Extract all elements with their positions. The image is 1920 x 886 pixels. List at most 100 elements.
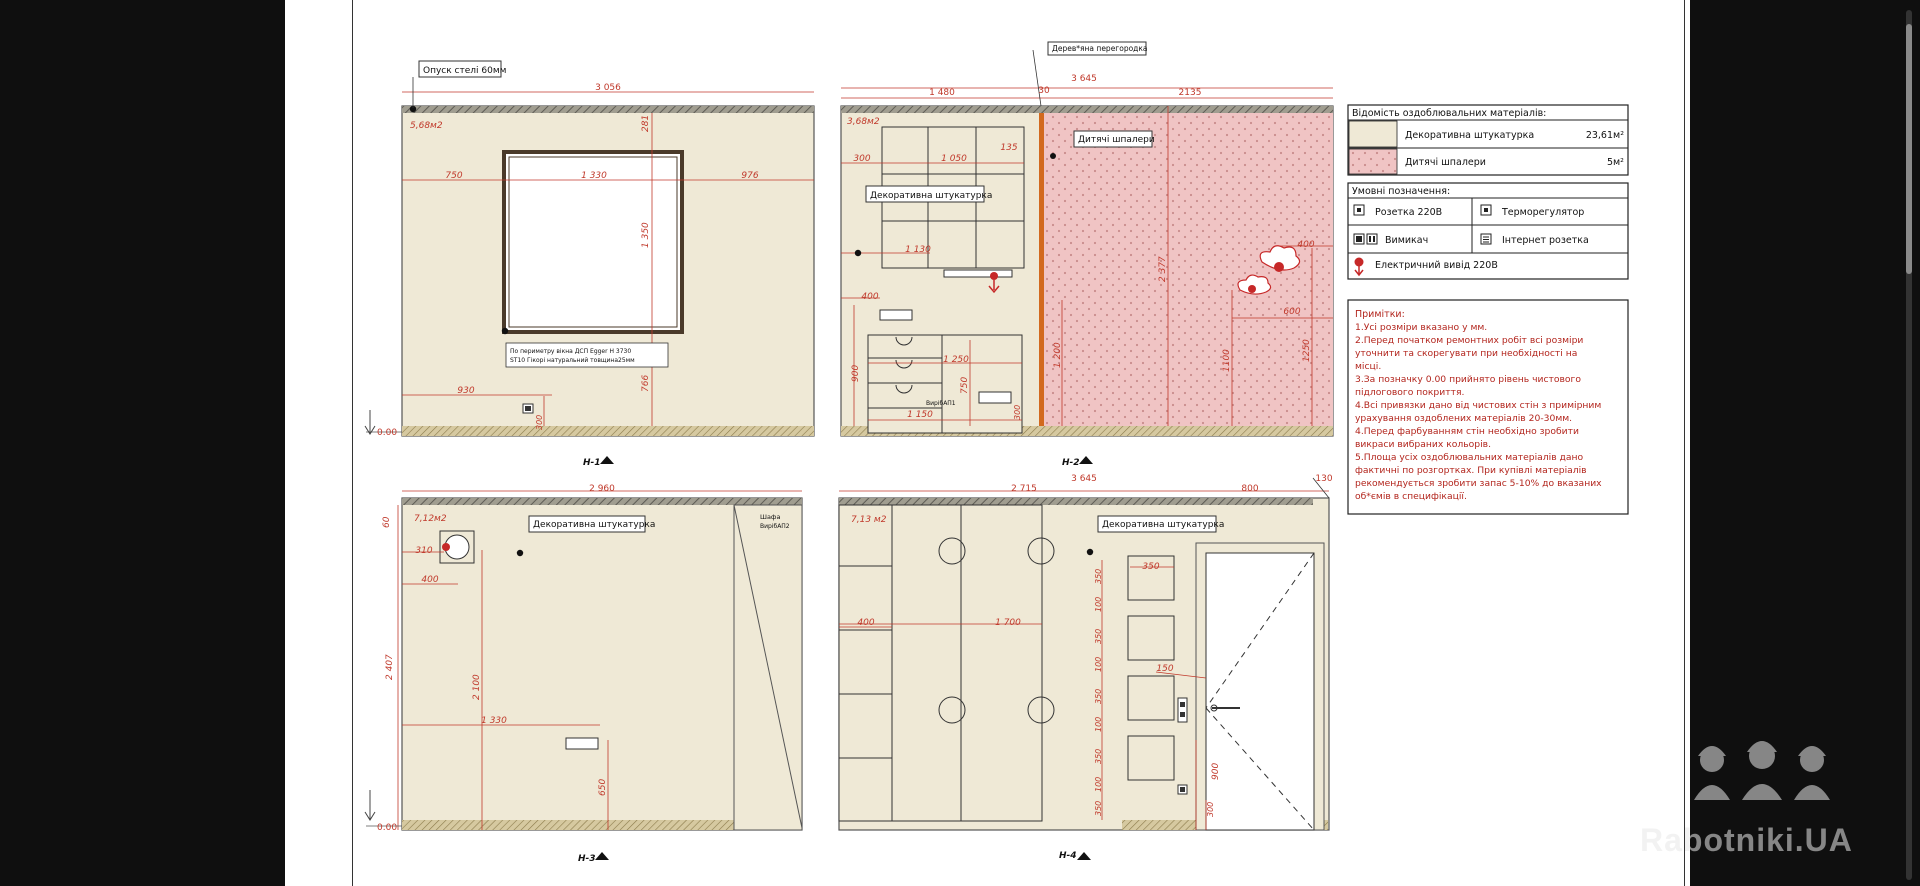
h4-dim-100-b: 100 [1094,657,1103,672]
material-name: Дитячі шпалери [1405,157,1486,168]
note-line: викраси вибраних кольорів. [1355,439,1491,450]
note-line: 4.Всі привязки дано від чистових стін з … [1355,400,1601,411]
h1-dim-930: 930 [457,386,474,396]
switch-icon [1353,233,1378,245]
h4-dim-100-d: 100 [1094,777,1103,792]
h2-label: Н-2 [1062,458,1080,468]
legend-table: Умовні позначення: Розетка 220В Терморег… [1347,182,1629,280]
legend-label: Вимикач [1385,235,1428,246]
note-line: 4.Перед фарбуванням стін необхідно зроби… [1355,426,1579,437]
h3-dim-310: 310 [415,546,432,556]
view-h3: 2 960 60 7,12м2 310 400 2 407 2 100 1 33… [364,484,803,864]
h2-furniture-tag: ВирібАП1 [926,400,956,407]
h2-dim-1100: 1100 [1222,349,1232,372]
drawing-frame [352,0,1685,886]
material-qty: 23,61м² [1586,130,1624,141]
h4-dim-800: 800 [1241,484,1258,494]
h1-label: Н-1 [583,458,601,468]
h4-area: 7,13 м2 [851,515,887,525]
socket-icon [1353,204,1365,216]
note-line: підлогового покриття. [1355,387,1464,398]
h2-dim-400b: 400 [1297,240,1314,250]
h2-dim-1480: 1 480 [929,88,955,98]
h3-wardrobe-label: Шафа [760,513,780,521]
electric-outlet-icon [1354,257,1364,277]
material-qty: 5м² [1607,157,1624,168]
h3-dim-1330: 1 330 [481,716,507,726]
h4-dim-350-b: 350 [1094,629,1103,644]
h4-label: Н-4 [1059,851,1077,861]
h1-dim-281: 281 [641,115,651,132]
note-line: 5.Площа усіх оздоблювальних матеріалів д… [1355,452,1584,463]
h4-dim-2715: 2 715 [1011,484,1037,494]
h2-dim-2135: 2135 [1179,88,1202,98]
h4-dim-130: 130 [1315,474,1332,484]
h2-dim-750: 750 [960,377,970,394]
note-line: 1.Усі розміри вказано у мм. [1355,322,1487,333]
h4-dim-150: 150 [1156,664,1173,674]
partition-note: Дерев*яна перегородка [1052,44,1148,53]
h2-dim-1130: 1 130 [905,245,931,255]
h4-dim-300: 300 [1206,802,1215,817]
h2-dim-600: 600 [1283,307,1300,317]
h2-wallpaper-callout: Дитячі шпалери [1078,135,1155,145]
h1-width-dim: 3 056 [595,83,621,93]
legend-label: Інтернет розетка [1502,235,1589,246]
h4-dim-900: 900 [1211,763,1221,780]
h1-level: 0.00 [377,428,397,438]
note-line: 2.Перед початком ремонтних робіт всі роз… [1355,335,1583,346]
h4-dim-400: 400 [857,618,874,628]
h3-area: 7,12м2 [414,514,447,524]
h2-dim-135: 135 [1000,143,1017,153]
view-h1: Опуск стелі 60мм 3 056 5,68м2 750 1 330 … [364,60,815,468]
h4-dim-350-e: 350 [1094,801,1103,816]
materials-title: Відомість оздоблювальних матеріалів: [1352,108,1546,119]
note-line: об*ємів в специфікації. [1355,491,1467,502]
h3-dim-2100: 2 100 [472,674,482,700]
h3-dim-2407: 2 407 [385,654,395,680]
h4-dim-1700: 1 700 [995,618,1021,628]
note-line: фактичні по розгортках. При купівлі мате… [1355,465,1587,476]
h2-dim-400: 400 [861,292,878,302]
h2-width-dim: 3 645 [1071,74,1097,84]
h2-dim-1150: 1 150 [907,410,933,420]
legend-label: Розетка 220В [1375,207,1442,218]
h4-dim-350-a: 350 [1094,569,1103,584]
h2-dim-30: 30 [1038,86,1050,96]
h3-dim-400: 400 [421,575,438,585]
h3-wardrobe-tag: ВирібАП2 [760,523,790,530]
h4-dim-100-a: 100 [1094,597,1103,612]
material-name: Декоративна штукатурка [1405,130,1534,141]
h2-dim-1250: 1 250 [943,355,969,365]
h3-plaster-callout: Декоративна штукатурка [533,520,655,530]
note-line: уточнити та скорегувати при необхідності… [1355,348,1577,359]
note-line: 3.За позначку 0.00 прийнято рівень чисто… [1355,374,1581,385]
swatch-wallpaper [1348,148,1398,175]
internet-socket-icon [1480,233,1492,245]
h2-dim-2377: 2 377 [1158,256,1168,282]
scrollbar-track[interactable] [1906,10,1912,880]
h2-dim-1050: 1 050 [941,154,967,164]
note-line: урахування оздоблених матеріалів 20-30мм… [1355,413,1572,424]
note-line: місці. [1355,361,1381,372]
h2-area: 3,68м2 [847,117,880,127]
h2-plaster-callout: Декоративна штукатурка [870,191,992,201]
scrollbar-thumb[interactable] [1906,24,1912,274]
h2-dim-300b: 300 [1013,405,1022,420]
watermark-workers-icon [1694,741,1830,800]
legend-title: Умовні позначення: [1352,186,1450,197]
ceiling-drop-note: Опуск стелі 60мм [423,66,506,76]
h4-dim-350-c: 350 [1094,689,1103,704]
h1-dim-976: 976 [741,171,758,181]
h2-dim-900: 900 [851,365,861,382]
h4-dim-350: 350 [1142,562,1159,572]
view-h4: 3 645 2 715 800 130 7,13 м2 400 1 700 35… [838,474,1333,861]
h4-dim-100-c: 100 [1094,717,1103,732]
legend-label: Електричний вивід 220В [1375,260,1498,271]
window-note-line2: ST10 Гікорі натуральний товщина25мм [510,357,635,364]
thermostat-icon [1480,204,1492,216]
h1-dim-750: 750 [445,171,462,181]
notes-box: Примітки: 1.Усі розміри вказано у мм. 2.… [1347,299,1629,515]
materials-table: Відомість оздоблювальних матеріалів: Дек… [1347,104,1629,176]
